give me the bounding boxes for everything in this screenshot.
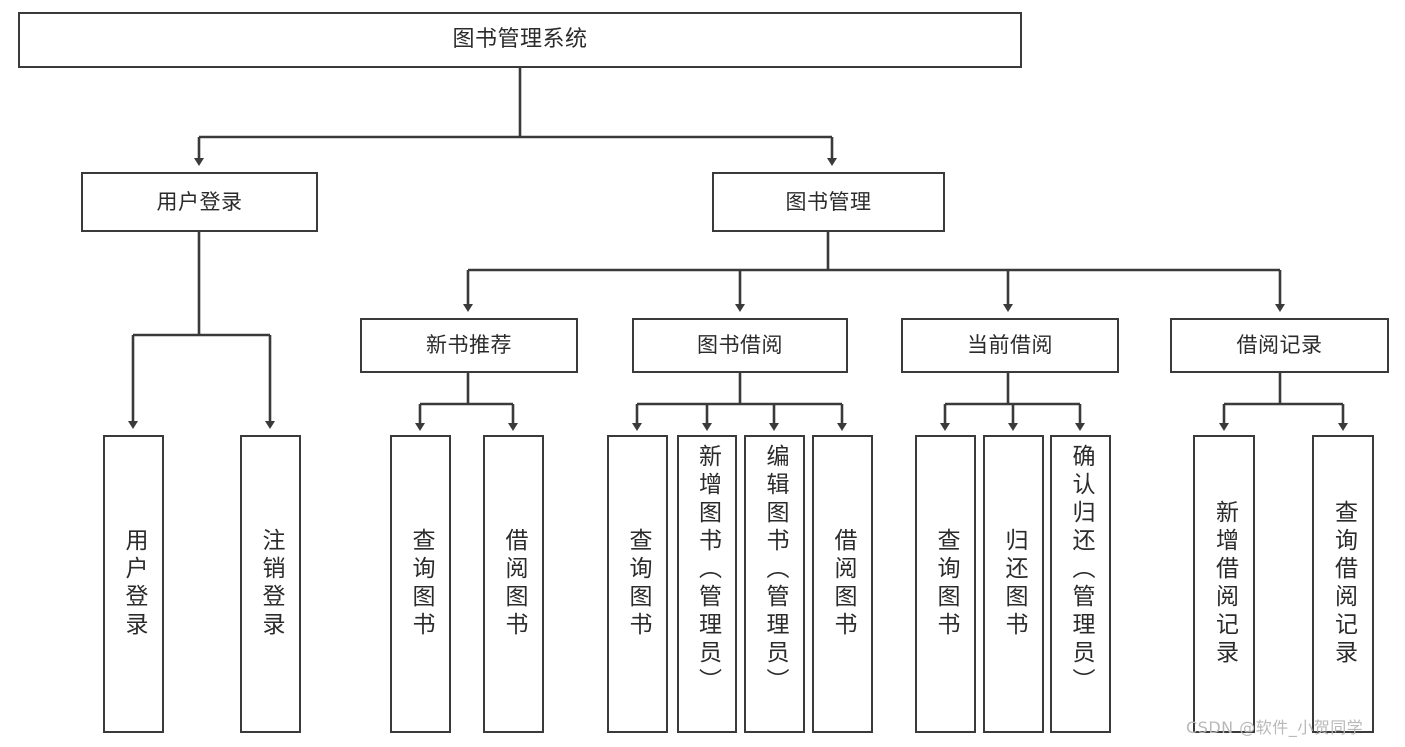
leaf-currentborrow-query-book[interactable]: 查询图书 (915, 435, 976, 733)
node-label: 图书借阅 (697, 333, 783, 358)
node-label: 查询借阅记录 (1330, 500, 1357, 668)
leaf-currentborrow-confirm-return-admin[interactable]: 确认归还（管理员） (1050, 435, 1111, 733)
leaf-logout[interactable]: 注销登录 (240, 435, 301, 733)
node-label: 新增图书（管理员） (694, 444, 721, 696)
node-label: 归还图书 (1001, 528, 1027, 640)
node-book-borrow[interactable]: 图书借阅 (632, 318, 848, 373)
node-label: 用户登录 (156, 189, 243, 214)
node-label: 用户登录 (121, 528, 147, 640)
node-label: 借阅记录 (1236, 333, 1323, 358)
node-borrow-record[interactable]: 借阅记录 (1170, 318, 1389, 373)
leaf-bookborrow-edit-book-admin[interactable]: 编辑图书（管理员） (744, 435, 805, 733)
node-current-borrow[interactable]: 当前借阅 (901, 318, 1119, 373)
leaf-user-login[interactable]: 用户登录 (103, 435, 164, 733)
node-label: 图书管理系统 (452, 27, 588, 53)
node-label: 当前借阅 (967, 333, 1053, 358)
leaf-currentborrow-return-book[interactable]: 归还图书 (983, 435, 1044, 733)
node-label: 确认归还（管理员） (1068, 444, 1094, 696)
node-root-system[interactable]: 图书管理系统 (18, 12, 1022, 68)
leaf-bookborrow-borrow-book[interactable]: 借阅图书 (812, 435, 873, 733)
node-label: 借阅图书 (830, 528, 856, 640)
node-label: 查询图书 (933, 528, 959, 640)
leaf-newbook-query-book[interactable]: 查询图书 (390, 435, 451, 733)
node-label: 图书管理 (785, 189, 872, 214)
node-label: 编辑图书（管理员） (762, 444, 788, 696)
leaf-bookborrow-add-book-admin[interactable]: 新增图书（管理员） (677, 435, 737, 733)
node-label: 新书推荐 (426, 333, 512, 358)
csdn-watermark: CSDN @软件_小贺同学 (1186, 718, 1364, 737)
node-label: 查询图书 (625, 528, 651, 640)
node-label: 注销登录 (258, 528, 284, 640)
leaf-bookborrow-query-book[interactable]: 查询图书 (607, 435, 668, 733)
node-new-book-recommend[interactable]: 新书推荐 (360, 318, 578, 373)
node-label: 新增借阅记录 (1211, 500, 1238, 668)
node-label: 查询图书 (408, 528, 434, 640)
leaf-newbook-borrow-book[interactable]: 借阅图书 (483, 435, 544, 733)
leaf-borrowrecord-add-record[interactable]: 新增借阅记录 (1193, 435, 1255, 733)
leaf-borrowrecord-query-record[interactable]: 查询借阅记录 (1312, 435, 1374, 733)
node-user-login[interactable]: 用户登录 (81, 172, 318, 232)
node-book-management[interactable]: 图书管理 (712, 172, 945, 232)
node-label: 借阅图书 (501, 528, 527, 640)
